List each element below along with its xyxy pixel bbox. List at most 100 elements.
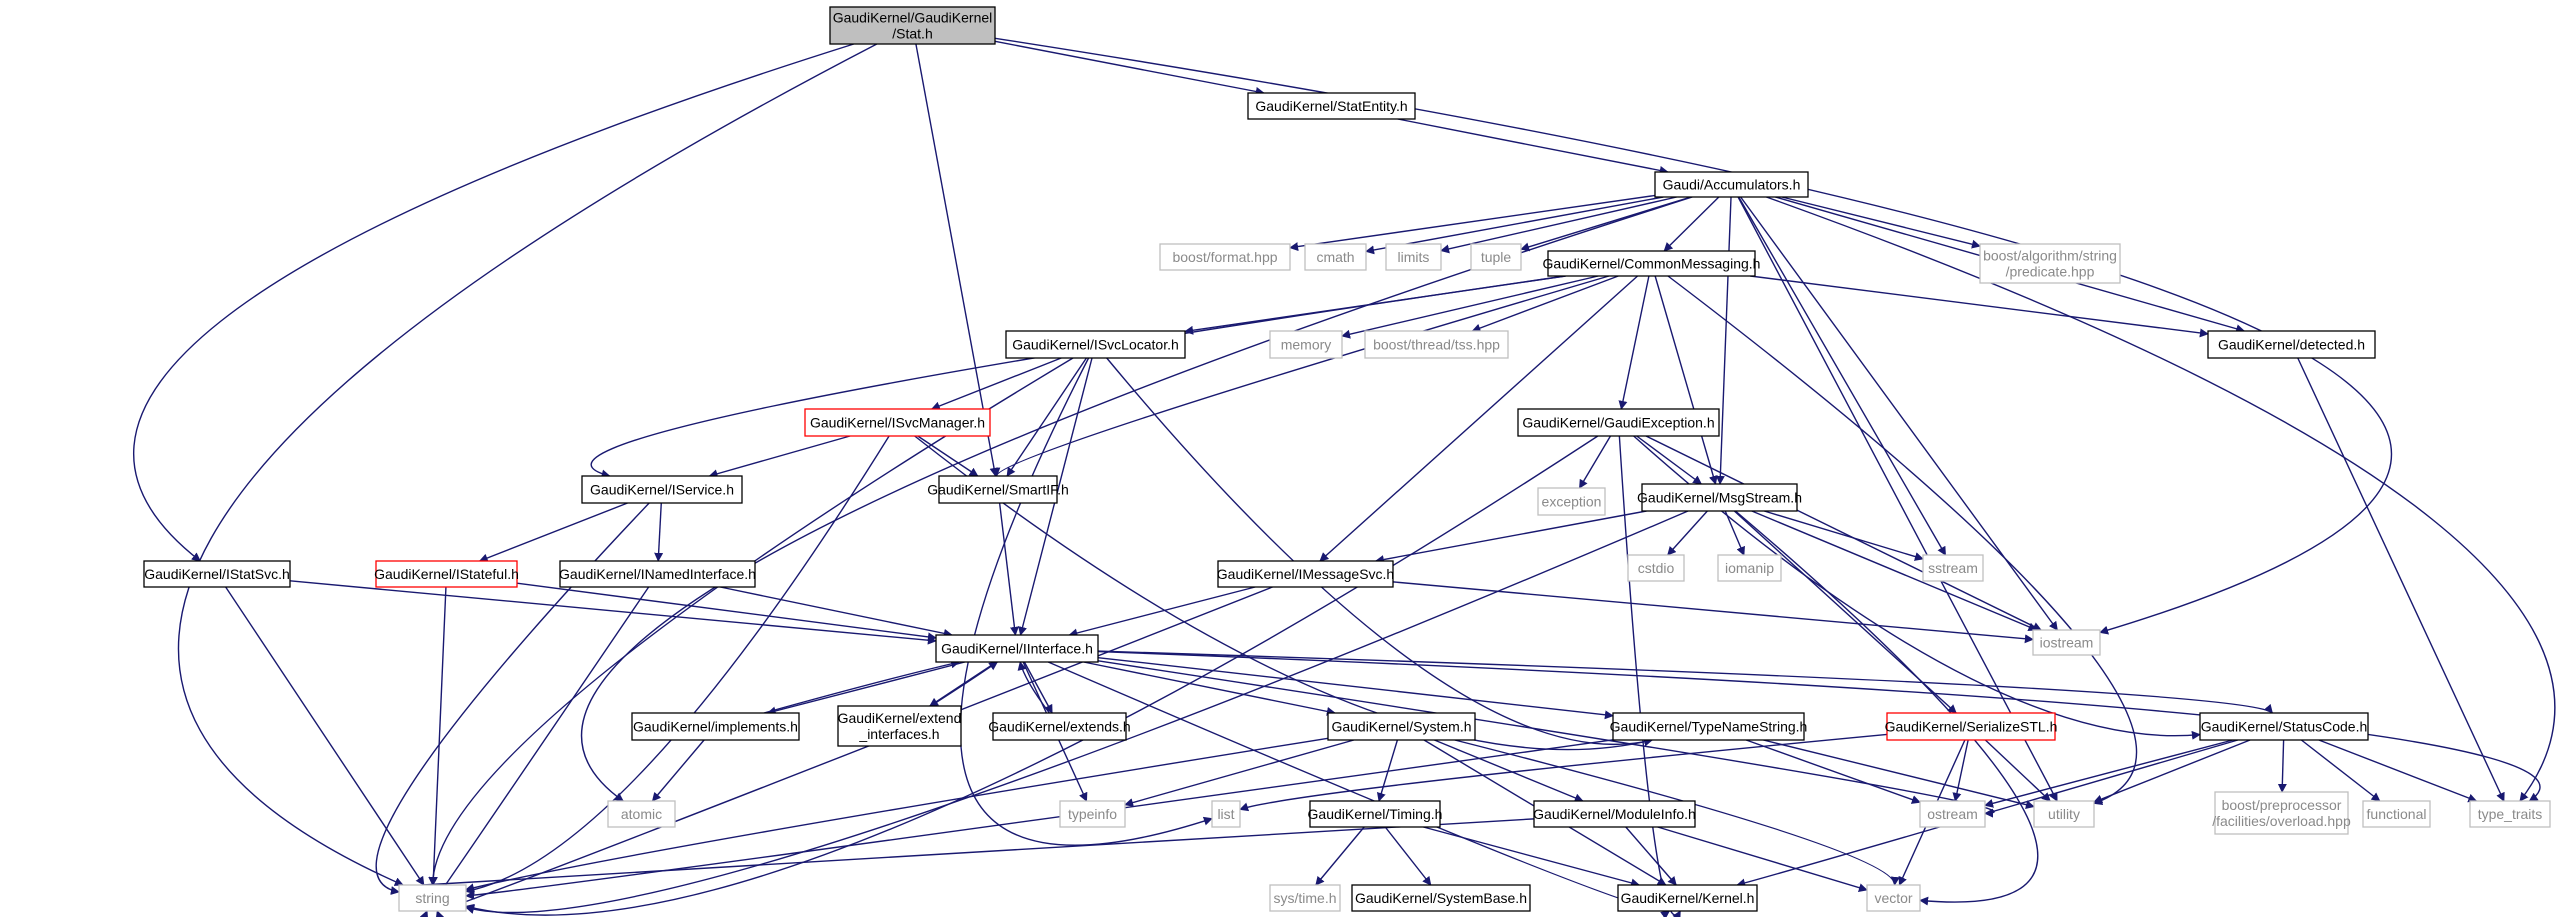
node-box (1617, 884, 1758, 912)
node-box (1385, 243, 1442, 271)
edge-iinterface-h-to-system-h (1083, 661, 1336, 716)
edge-accumulators-h-to-atomic (581, 196, 1693, 802)
node-istateful-h[interactable]: GaudiKernel/IStateful.h (374, 560, 519, 588)
node-label: memory (1281, 337, 1332, 353)
edge-gaudiexception-h-to-msgstream-h (1636, 435, 1703, 485)
node-box (2032, 629, 2101, 656)
node-serializestl-h[interactable]: GaudiKernel/SerializeSTL.h (1885, 712, 2058, 741)
node-box (938, 475, 1058, 504)
edge-moduleinfo-h-to-vector (1657, 826, 1868, 892)
edge-imessagesvc-h-to-iinterface-h (1068, 586, 1256, 638)
node-cmath: cmath (1304, 243, 1367, 271)
node-box (2033, 800, 2095, 828)
node-box (607, 800, 676, 828)
node-label: GaudiKernel/ISvcManager.h (810, 415, 985, 431)
node-timing-h[interactable]: GaudiKernel/Timing.h (1308, 800, 1443, 828)
edge-moduleinfo-h-to-string (422, 818, 1535, 894)
node-box (1533, 800, 1696, 828)
node-istatsvc-h[interactable]: GaudiKernel/IStatSvc.h (143, 560, 291, 588)
node-string: string (398, 884, 467, 912)
edge-typenamestring-h-to-string (465, 739, 1614, 900)
edge-serializestl-h-to-list (1239, 733, 1888, 812)
node-box (1470, 243, 1522, 271)
edge-inamedinterface-h-to-string (419, 586, 650, 917)
edge-istatsvc-h-to-iinterface-h (289, 580, 937, 645)
node-exception: exception (1537, 487, 1606, 516)
edge-stat-h-to-string (178, 43, 878, 886)
node-imessagesvc-h[interactable]: GaudiKernel/IMessageSvc.h (1217, 560, 1394, 588)
node-label: GaudiKernel/detected.h (2218, 337, 2365, 353)
node-detected-h[interactable]: GaudiKernel/detected.h (2207, 330, 2376, 359)
node-iinterface-h[interactable]: GaudiKernel/IInterface.h (935, 634, 1099, 663)
node-commonmessaging-h[interactable]: GaudiKernel/CommonMessaging.h (1543, 250, 1761, 277)
node-label: limits (1398, 249, 1430, 265)
edge-system-h-to-typeinfo (1124, 739, 1355, 807)
edge-system-h-to-moduleinfo-h (1434, 739, 1584, 803)
node-box (398, 884, 467, 912)
node-label: GaudiKernel/IMessageSvc.h (1217, 566, 1394, 582)
node-extends-h[interactable]: GaudiKernel/extends.h (988, 712, 1131, 741)
node-label: GaudiKernel/extend (838, 710, 962, 726)
edge-isvclocator-h-to-smartif-h (1006, 357, 1088, 477)
node-box (1866, 884, 1921, 912)
edge-stat-h-to-istatsvc-h (132, 43, 854, 562)
node-label: GaudiKernel/extends.h (988, 719, 1130, 735)
node-box (829, 6, 996, 45)
node-moduleinfo-h[interactable]: GaudiKernel/ModuleInfo.h (1533, 800, 1696, 828)
node-box (1654, 171, 1809, 198)
node-box (1005, 330, 1186, 359)
edge-statuscode-h-to-kernel-h (1736, 739, 2239, 888)
node-label: /Stat.h (892, 26, 932, 42)
node-label: exception (1542, 494, 1602, 510)
node-inamedinterface-h[interactable]: GaudiKernel/INamedInterface.h (559, 560, 756, 588)
edge-statuscode-h-to-utility (2093, 739, 2251, 804)
edge-imessagesvc-h-to-iostream (1392, 581, 2034, 644)
edge-isvclocator-h-to-typenamestring-h (1106, 357, 1653, 747)
node-isvclocator-h[interactable]: GaudiKernel/ISvcLocator.h (1005, 330, 1186, 359)
node-box (631, 712, 800, 741)
edge-accumulators-h-to-boost-predicate (1781, 196, 1981, 249)
node-isvcmanager-h[interactable]: GaudiKernel/ISvcManager.h (804, 408, 991, 437)
edge-accumulators-h-to-limits (1440, 196, 1677, 254)
node-label: boost/algorithm/string (1983, 248, 2117, 264)
node-stat-h[interactable]: GaudiKernel/GaudiKernel/Stat.h (829, 6, 996, 45)
edge-commonmessaging-h-to-gaudiexception-h (1618, 275, 1650, 410)
edge-isvcmanager-h-to-iservice-h (708, 435, 851, 479)
edge-accumulators-h-to-msgstream-h (1715, 196, 1732, 485)
edge-isvclocator-h-to-list (959, 357, 1213, 846)
node-statuscode-h[interactable]: GaudiKernel/StatusCode.h (2199, 712, 2369, 741)
node-label: ostream (1927, 806, 1978, 822)
edge-accumulators-h-to-tuple (1520, 196, 1692, 252)
edge-statuscode-h-to-functional (2300, 739, 2381, 802)
node-systembase-h[interactable]: GaudiKernel/SystemBase.h (1351, 884, 1531, 912)
node-box (143, 560, 291, 588)
edge-msgstream-h-to-iostream (1751, 510, 2038, 632)
node-extend-interfaces-h[interactable]: GaudiKernel/extend_interfaces.h (837, 705, 962, 747)
node-label: GaudiKernel/GaudiKernel (833, 10, 993, 26)
node-label: GaudiKernel/SmartIF.h (927, 482, 1069, 498)
edge-system-h-to-string (465, 737, 1329, 893)
edge-timing-h-to-systembase-h (1384, 826, 1432, 886)
edge-system-h-to-vector (1454, 739, 1900, 886)
node-accumulators-h[interactable]: Gaudi/Accumulators.h (1654, 171, 1809, 198)
node-label: GaudiKernel/MsgStream.h (1637, 490, 1802, 506)
node-label: GaudiKernel/StatEntity.h (1255, 98, 1407, 114)
edge-iinterface-h-to-implements-h (766, 661, 965, 716)
node-box (992, 712, 1127, 741)
node-label: list (1217, 806, 1234, 822)
node-typenamestring-h[interactable]: GaudiKernel/TypeNameString.h (1610, 712, 1808, 741)
node-smartif-h[interactable]: GaudiKernel/SmartIF.h (927, 475, 1069, 504)
edge-msgstream-h-to-imessagesvc-h (1374, 510, 1647, 564)
node-system-h[interactable]: GaudiKernel/System.h (1327, 712, 1476, 741)
edge-commonmessaging-h-to-msgstream-h (1654, 275, 1718, 485)
node-gaudiexception-h[interactable]: GaudiKernel/GaudiException.h (1517, 408, 1720, 437)
edge-iinterface-h-to-statuscode-h (1097, 650, 2273, 714)
node-msgstream-h[interactable]: GaudiKernel/MsgStream.h (1637, 483, 1802, 512)
node-cstdio: cstdio (1627, 554, 1685, 582)
node-implements-h[interactable]: GaudiKernel/implements.h (631, 712, 800, 741)
node-kernel-h[interactable]: GaudiKernel/Kernel.h (1617, 884, 1758, 912)
node-label: GaudiKernel/implements.h (633, 719, 798, 735)
edge-istateful-h-to-string (428, 586, 447, 886)
node-statentity-h[interactable]: GaudiKernel/StatEntity.h (1247, 92, 1416, 120)
node-iservice-h[interactable]: GaudiKernel/IService.h (581, 475, 743, 504)
